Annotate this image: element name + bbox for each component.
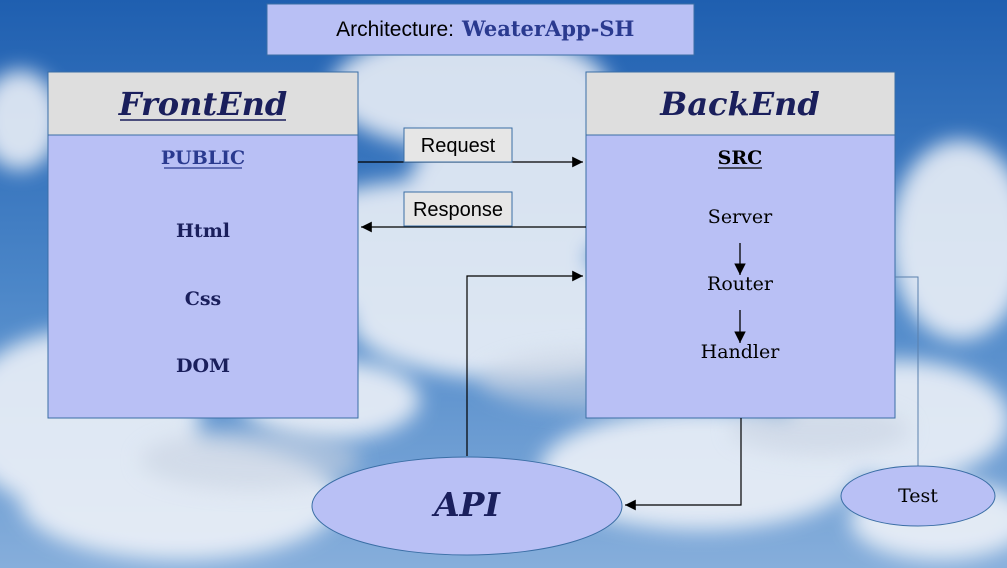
- frontend-item-css: Css: [185, 288, 222, 310]
- request-connector: Request: [358, 127, 583, 168]
- request-label: Request: [421, 135, 496, 157]
- backend-box: BackEnd SRC Server Router Handler: [585, 71, 896, 419]
- frontend-header: FrontEnd: [118, 85, 287, 123]
- frontend-item-public: PUBLIC: [161, 147, 245, 169]
- frontend-item-dom: DOM: [176, 355, 230, 377]
- backend-to-test-line: [895, 276, 919, 466]
- test-label: Test: [898, 485, 938, 507]
- title-prefix: Architecture:: [336, 18, 454, 41]
- backend-server: Server: [708, 206, 773, 228]
- api-to-backend-arrow: [466, 270, 583, 456]
- api-label: API: [431, 485, 501, 524]
- frontend-item-html: Html: [176, 220, 230, 242]
- backend-src-label: SRC: [718, 147, 763, 169]
- backend-handler: Handler: [701, 341, 781, 363]
- title-app-name: WeaterApp-SH: [461, 16, 634, 41]
- title-box: Architecture: WeaterApp-SH: [266, 3, 695, 56]
- test-node: Test: [840, 465, 996, 527]
- backend-router: Router: [707, 273, 774, 295]
- response-label: Response: [413, 199, 503, 221]
- backend-to-api-arrow: [625, 418, 742, 511]
- api-node: API: [311, 456, 623, 556]
- backend-header: BackEnd: [659, 85, 819, 123]
- frontend-box: FrontEnd PUBLIC Html Css DOM: [47, 71, 359, 419]
- response-connector: Response: [361, 191, 586, 233]
